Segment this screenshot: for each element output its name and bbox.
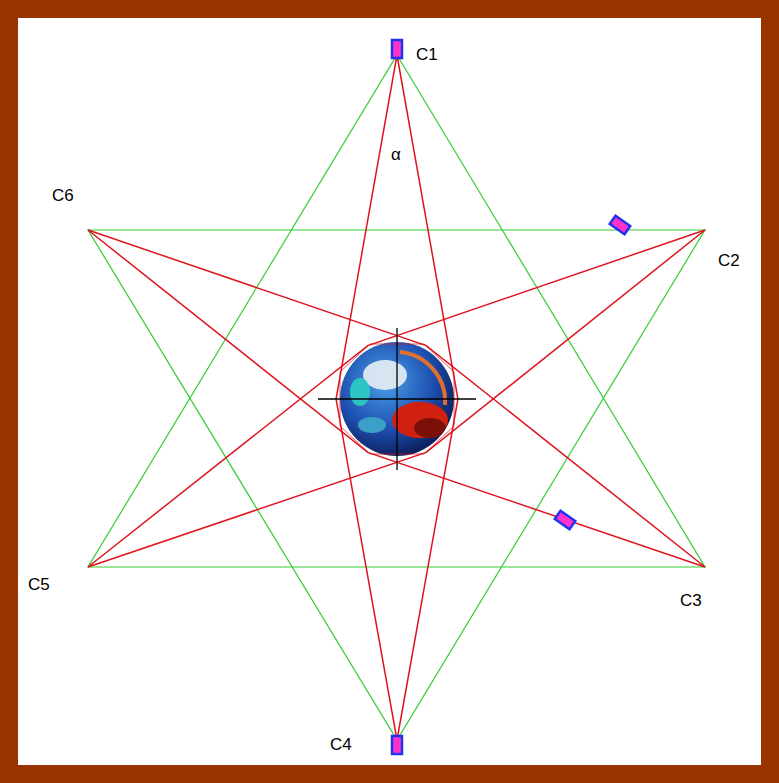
angle-label: α: [391, 146, 401, 163]
crosshair: [318, 328, 476, 470]
satellite-label: C2: [718, 252, 740, 269]
satellite-label: C5: [28, 576, 50, 593]
tangent-line: [88, 230, 705, 567]
tangent-line: [88, 230, 705, 567]
tangent-lines: [88, 55, 705, 740]
satellite-label: C6: [52, 187, 74, 204]
satellite-label: C1: [416, 46, 438, 63]
tangent-line: [88, 230, 705, 567]
tangent-line: [88, 230, 705, 567]
satellite-label: C4: [330, 736, 352, 753]
satellites: [392, 40, 630, 754]
satellite-label: C3: [680, 592, 702, 609]
frame-border: [9, 9, 770, 774]
star-lines: [88, 55, 705, 740]
